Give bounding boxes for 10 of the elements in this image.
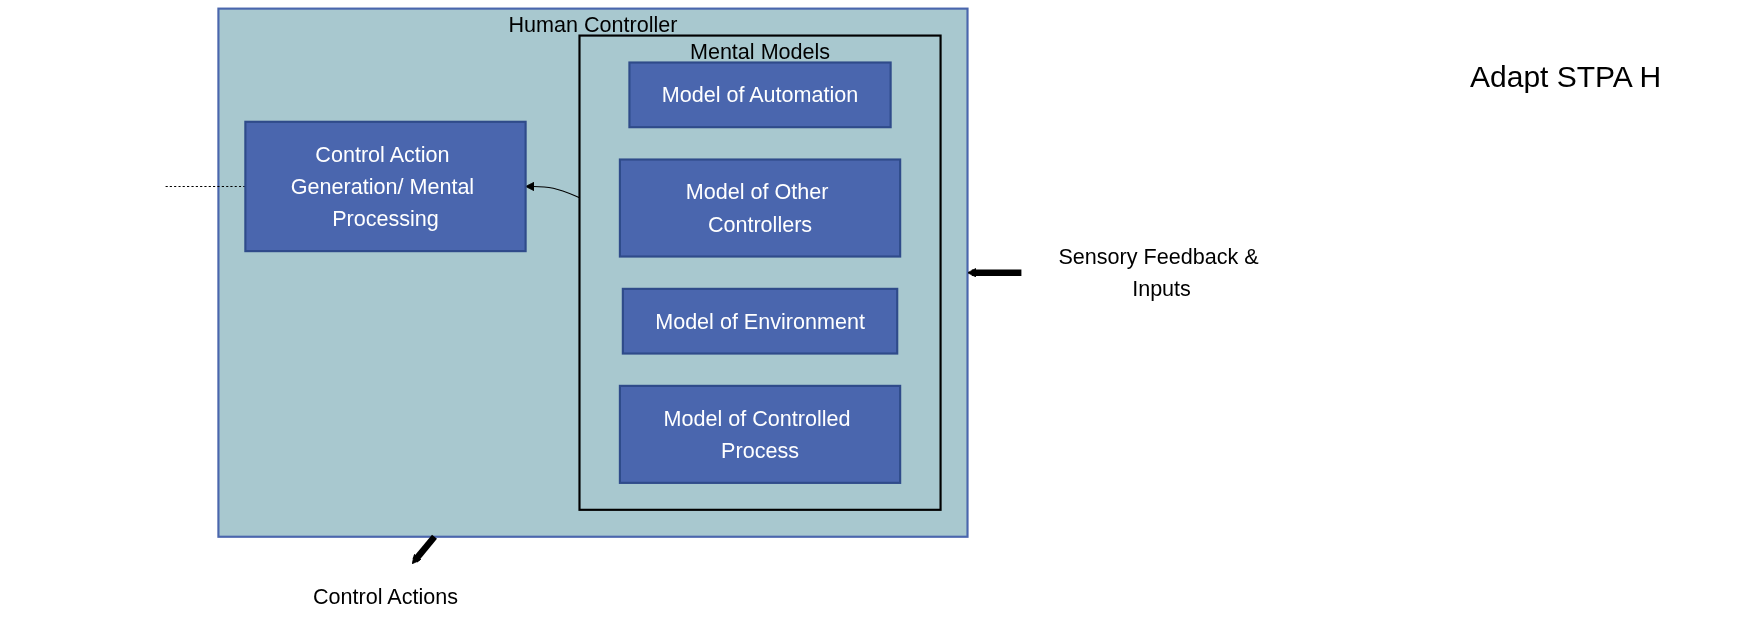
note-text: Adapt STPA H: [1470, 60, 1663, 94]
arrow: [411, 534, 437, 565]
node-text: Control Actions: [312, 584, 458, 608]
node-text: Sensory Feedback & Inputs: [1058, 244, 1259, 301]
node-box: Model of Controlled Process: [618, 384, 902, 484]
node-box: Model of Other Controllers: [618, 158, 902, 258]
arrow: [967, 267, 1022, 278]
node-box: Model of Automation: [628, 61, 892, 129]
node-box: Control Action Generation/ Mental Processing: [244, 120, 527, 253]
node-box: Model of Environment: [621, 287, 899, 355]
